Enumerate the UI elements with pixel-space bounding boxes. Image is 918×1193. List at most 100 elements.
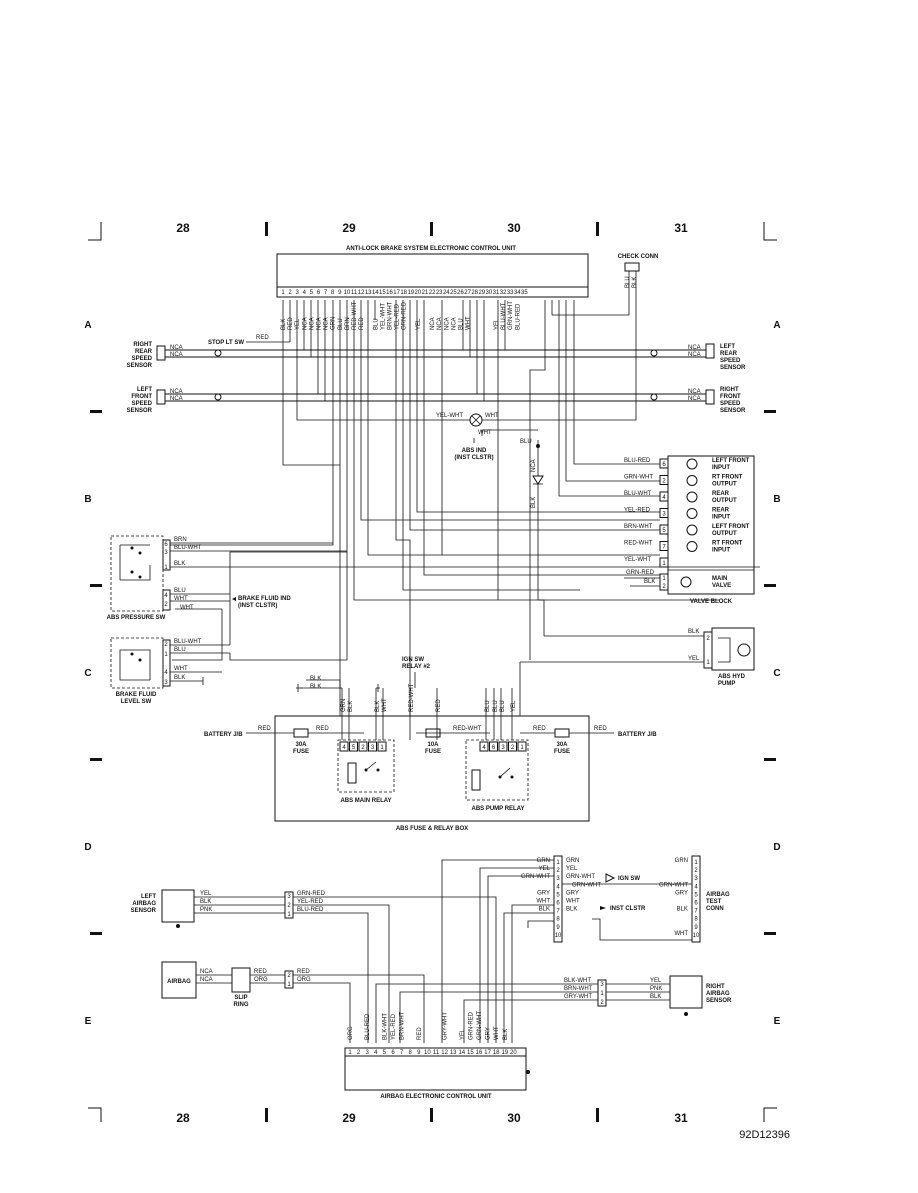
corner-mark-top-left: [88, 222, 102, 241]
row-dash: [764, 410, 776, 413]
abs-pump-relay: [465, 739, 529, 801]
relay-pin-terminal: [377, 741, 387, 752]
abs-fuse-relay-box: ABS FUSE & RELAY BOX BATTERY J/B BATTERY…: [204, 657, 657, 832]
wire-label: GRY: [675, 890, 688, 896]
wire-label: WHT: [485, 413, 499, 419]
wire-label: GRY: [566, 890, 579, 896]
sensor-label: LEFT: [137, 387, 152, 393]
wire-label: GRY: [486, 1027, 492, 1040]
airbag-label: AIRBAG: [167, 979, 191, 985]
ign-sw-relay-label: IGN SW: [402, 657, 424, 663]
pin-number: 10: [693, 933, 700, 939]
pin-number: 29: [478, 290, 485, 296]
row-letter: D: [84, 842, 91, 853]
drawing-id: 92D12396: [739, 1129, 790, 1141]
zone-divider: [265, 1108, 268, 1122]
wire-label: GRN-WHT: [572, 882, 601, 888]
wire-label: WHT: [466, 316, 472, 330]
row-letter: E: [774, 1016, 781, 1027]
sensor-label: RIGHT: [133, 342, 152, 348]
wire-label: BLK: [174, 561, 185, 567]
wire-label: GRN-WHT: [508, 301, 514, 330]
row-dash: [90, 932, 102, 935]
corner-mark-bottom-right: [763, 1107, 777, 1122]
brake-fluid-ind-label: BRAKE FLUID IND: [238, 596, 291, 602]
wire-label: RED: [594, 726, 607, 732]
pin-number: 27: [464, 290, 471, 296]
pin-number: 8: [694, 917, 698, 923]
pin-number: 6: [391, 1050, 395, 1056]
wire-label: RED: [258, 726, 271, 732]
abs-ind-label: ABS IND: [462, 448, 487, 454]
pin-number: 19: [407, 290, 414, 296]
wire-label: NCA: [324, 317, 330, 330]
valve-name: OUTPUT: [712, 498, 737, 504]
pin-number: 16: [476, 1050, 483, 1056]
relay-pin-terminal: [517, 741, 527, 752]
zone-divider: [265, 222, 268, 236]
slip-ring-label: SLIP: [234, 995, 247, 1001]
relay-pin-terminal: [479, 741, 489, 752]
wire-label: WHT: [382, 698, 388, 712]
wire-label: BLU: [500, 700, 506, 712]
pressure-sw-body: [110, 535, 164, 612]
pin-number: 18: [493, 1050, 500, 1056]
brake-fluid-sw-label: LEVEL SW: [121, 699, 152, 705]
stop-lt-sw-label: STOP LT SW: [208, 340, 244, 346]
pin-number: 4: [164, 670, 168, 676]
zone-divider: [596, 1108, 599, 1122]
pin-number: 3: [694, 876, 698, 882]
brake-fluid-ind-label: (INST CLSTR): [238, 603, 277, 609]
pin-number: 1: [380, 745, 384, 751]
ign-sw-label: IGN SW: [618, 876, 640, 882]
pin-number: 3: [366, 1050, 370, 1056]
pin-number: 1: [662, 561, 666, 567]
test-conn-right-block: [691, 855, 701, 943]
abs-hyd-pump: 2 1 BLK YEL ABS HYD PUMP: [519, 599, 755, 735]
row-letter: A: [84, 320, 91, 331]
pin-number: 2: [662, 584, 666, 590]
pin-number: 4: [482, 745, 486, 751]
zone-number: 31: [674, 221, 688, 235]
wire-label: GRN: [341, 699, 347, 712]
wire-label: GRN: [675, 858, 688, 864]
valve-name: OUTPUT: [712, 531, 737, 537]
sensor-label: SPEED: [720, 358, 741, 364]
zone-divider: [430, 222, 433, 236]
wire-label: BLK: [644, 579, 655, 585]
right-rear-speed-sensor: [156, 345, 166, 361]
pin-number: 13: [365, 290, 372, 296]
wire-label: YEL: [295, 318, 301, 330]
pin-number: 1: [164, 652, 168, 658]
pin-number: 16: [386, 290, 393, 296]
wire-label: YEL-WHT: [436, 413, 463, 419]
row-dash: [764, 932, 776, 935]
pin-number: 12: [441, 1050, 448, 1056]
wire-label: RED: [256, 335, 269, 341]
valve-pin-terminal: [659, 508, 669, 518]
wire-label: BLK: [174, 675, 185, 681]
pin-number: 3: [164, 550, 168, 556]
pressure-sw-label: ABS PRESSURE SW: [107, 615, 166, 621]
abs-main-relay: [337, 739, 395, 793]
wire-label: BLK: [688, 629, 699, 635]
pin-number: 2: [287, 973, 291, 979]
wire-label: BLK: [310, 676, 321, 682]
wire-label: WHT: [174, 666, 188, 672]
left-airbag-sensor-label: LEFT: [141, 894, 156, 900]
pin-number: 4: [303, 290, 307, 296]
wire-label: NCA: [317, 317, 323, 330]
zone-divider: [430, 1108, 433, 1122]
abs-ecu-title: ANTI-LOCK BRAKE SYSTEM ELECTRONIC CONTRO…: [346, 246, 516, 252]
wire-label: RED-WHT: [453, 726, 482, 732]
valve-pin-terminal: [659, 475, 669, 485]
wire-label: GRY-WHT: [443, 1012, 449, 1040]
abs-ecu: ANTI-LOCK BRAKE SYSTEM ELECTRONIC CONTRO…: [276, 246, 589, 330]
pin-number: 11: [351, 290, 358, 296]
pin-number: 24: [443, 290, 450, 296]
pin-number: 8: [331, 290, 335, 296]
wire-label: YEL-WHT: [624, 557, 651, 563]
